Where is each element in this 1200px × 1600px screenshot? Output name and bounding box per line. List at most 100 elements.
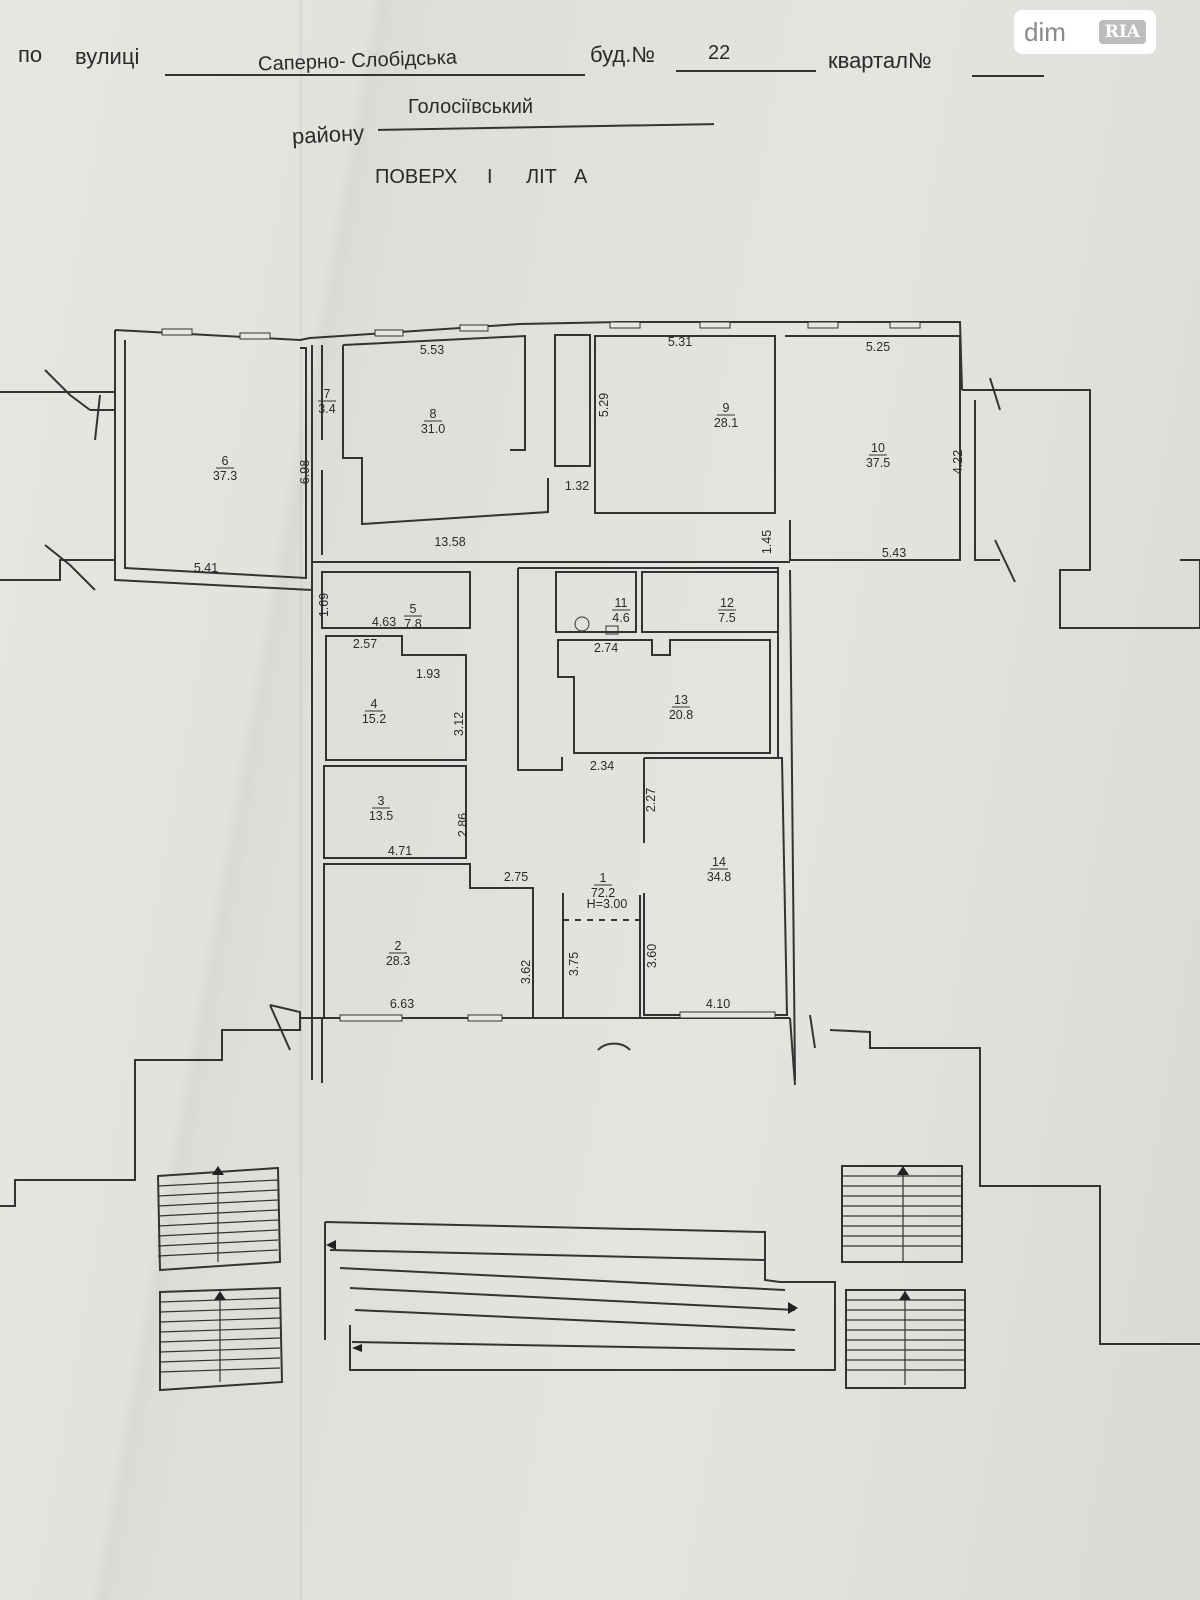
stair-left [156,1166,284,1392]
room-11-area: 4.6 [612,611,629,625]
building-value: 22 [708,42,731,64]
room-8-number: 8 [430,407,437,421]
dimension-label: 3.75 [567,952,581,976]
ceiling-height-note: H=3.00 [587,897,628,911]
room-4-area: 15.2 [362,712,386,726]
dimension-label: 5.29 [597,393,611,417]
dimension-label: 3.62 [519,960,533,984]
dimension-label: 6.98 [298,460,312,484]
floor-value: І [487,166,493,188]
dimension-label: 4.10 [706,997,730,1011]
toilet-icon [574,616,590,632]
room-13-number: 13 [674,693,688,707]
corridor-top [312,561,796,1081]
terrace-left-outline [0,1004,301,1207]
stair-arrows [212,1166,911,1352]
dimension-label: 1.69 [317,593,331,617]
sink-icon [605,625,619,635]
room6-inner [124,340,307,580]
rooms11-12-walls [555,571,779,633]
room-14-area: 34.8 [707,870,731,884]
watermark-ria: RIA [1098,20,1146,44]
dimension-label: 2.57 [353,637,377,651]
dimension-label: 3.12 [452,712,466,736]
dimension-label: 1.32 [565,479,589,493]
room-10-number: 10 [871,441,885,455]
left-wing-breaks [44,369,101,591]
arrow-up-icon [214,1291,226,1300]
room-4-number: 4 [371,697,378,711]
dimension-label: 2.34 [590,759,614,773]
room-5-area: 7.8 [404,617,421,631]
floor-label: ПОВЕРХ [375,166,458,188]
left-wing [0,391,116,581]
room-1-number: 1 [600,871,607,885]
dimension-label: 5.53 [420,343,444,357]
street-underline [165,74,585,76]
dimension-label: 5.31 [668,335,692,349]
district-value: Голосіївський [408,96,534,118]
dimension-label: 6.63 [390,997,414,1011]
letter-value: А [574,166,588,188]
dimension-label: 2.75 [504,870,528,884]
street-label: вулиці [75,44,140,69]
room3-walls [323,765,467,859]
room-6-number: 6 [222,454,229,468]
room-12-number: 12 [720,596,734,610]
dimension-label: 4.22 [951,450,965,474]
room-7-area: 3.4 [318,402,335,416]
room4-walls [325,635,467,761]
arrow-right-icon [788,1302,798,1314]
room-11-number: 11 [615,596,628,610]
right-wing [962,377,1200,629]
arrow-up-icon [212,1166,224,1175]
wc-fixtures [574,616,619,635]
dimension-label: 13.58 [434,535,465,549]
dimension-label: 5.43 [882,546,906,560]
room8-walls [342,334,549,526]
room9-walls [594,335,776,514]
dimension-label: 2.27 [644,788,658,812]
outer-wall-top [114,321,963,391]
dimension-label: 5.25 [866,340,890,354]
room5-walls [321,571,471,629]
block-underline [972,75,1044,77]
bottom-facade [300,1017,796,1086]
entrance-arc [597,1042,631,1051]
dimension-label: 2.86 [456,813,470,837]
dimension-label: 5.41 [194,561,218,575]
room10-walls [785,335,961,561]
arrow-up-icon [899,1291,911,1300]
stair-right [841,1165,966,1389]
outer-wall-room6 [114,330,313,591]
letter-label: ЛІТ [526,166,557,188]
room-3-number: 3 [378,794,385,808]
room-2-area: 28.3 [386,954,410,968]
room-2-number: 2 [395,939,402,953]
dimension-label: 4.63 [372,615,396,629]
plan-walls [0,321,1200,1392]
room-10-area: 37.5 [866,456,890,470]
central-block [517,567,779,771]
room-9-area: 28.1 [714,416,738,430]
room2-walls [323,863,534,1019]
room-13-area: 20.8 [669,708,693,722]
terrace-right-outline [809,1014,1200,1345]
corridor-left-wall [311,345,323,1080]
arrow-left-icon [326,1240,336,1250]
room-8-area: 31.0 [421,422,445,436]
dimension-label: 3.60 [645,944,659,968]
room14-walls [643,757,789,1016]
windows [161,321,921,1022]
arrow-left-icon [352,1344,362,1352]
room-9-number: 9 [723,401,730,415]
dim-ria-watermark: dim RIA [1014,10,1156,54]
dimension-label: 1.93 [416,667,440,681]
street-prefix: по [18,42,43,67]
room-14-number: 14 [712,855,726,869]
arrow-up-icon [897,1166,909,1175]
dimension-label: 4.71 [388,844,412,858]
main-stairs [324,1221,836,1371]
